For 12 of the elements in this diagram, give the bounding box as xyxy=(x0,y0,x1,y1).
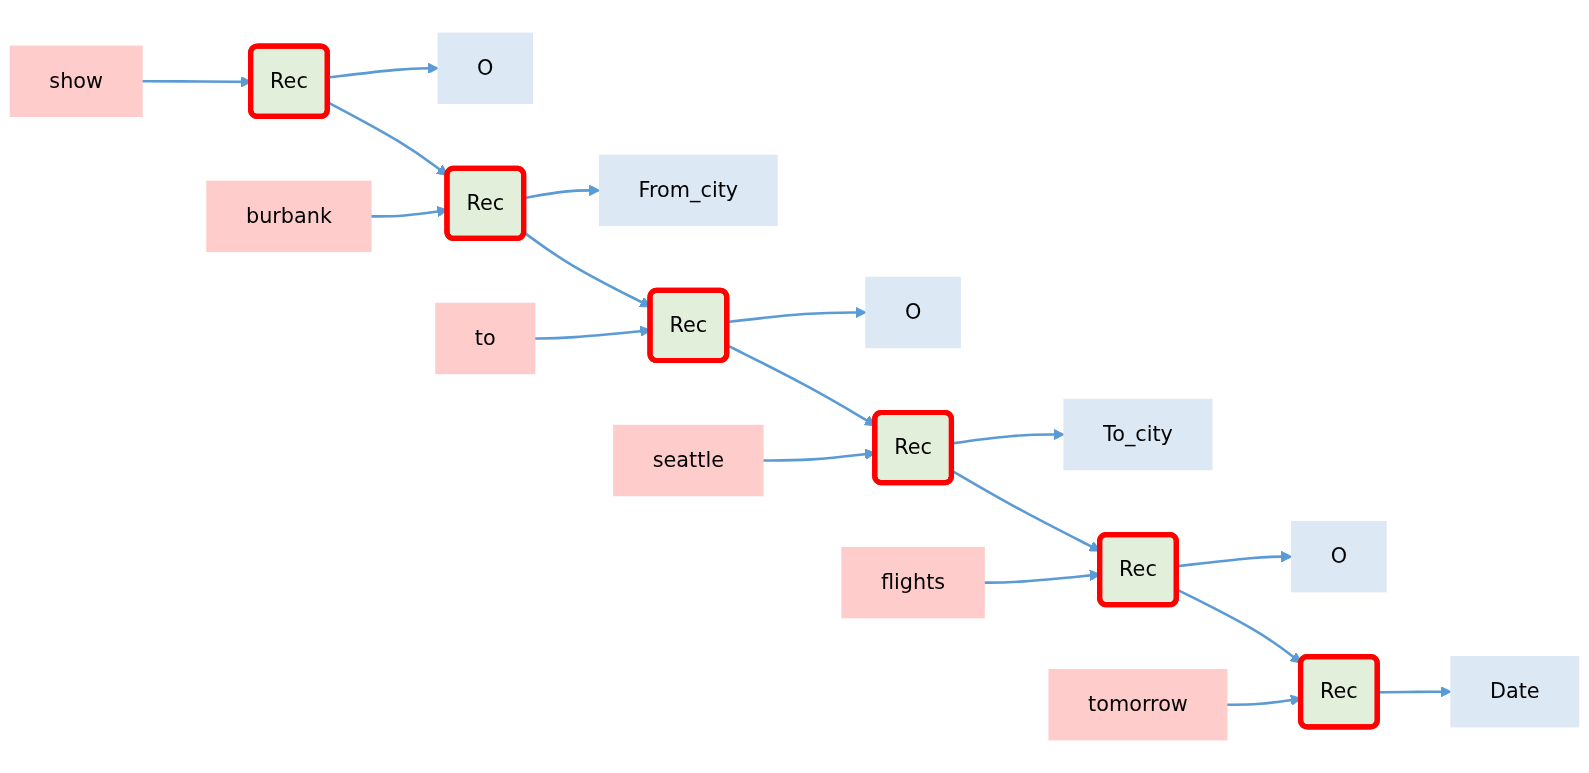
node-box: Date xyxy=(1450,656,1580,728)
node-box: O xyxy=(1291,520,1387,593)
node-box: seattle xyxy=(613,424,764,497)
node-box: flights xyxy=(841,546,985,619)
node-box: O xyxy=(865,276,961,349)
node-box: O xyxy=(437,32,534,104)
node-box: to xyxy=(435,302,536,375)
node-box: show xyxy=(9,45,143,117)
node-box: To_city xyxy=(1063,398,1213,471)
node-box: burbank xyxy=(206,180,372,253)
node-box: tomorrow xyxy=(1048,669,1228,741)
node-box: From_city xyxy=(599,154,778,227)
